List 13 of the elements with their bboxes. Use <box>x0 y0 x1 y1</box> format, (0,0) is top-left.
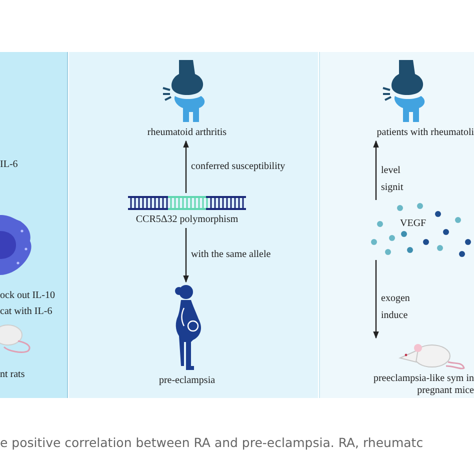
text-label: IL-6 <box>0 158 19 172</box>
arrow <box>183 228 189 283</box>
arrow <box>373 260 379 339</box>
node-text: patients with rheumatoli <box>376 127 474 139</box>
arrow <box>183 140 189 193</box>
node-text: rheumatoid arthritis <box>146 127 228 139</box>
text-label: nt rats <box>0 368 26 382</box>
caption-text: e positive correlation between RA and pre-eclampsia. RA, rheumatc <box>0 434 424 452</box>
node-text: CCR5Δ32 polymorphism <box>134 214 240 226</box>
node-text: preeclampsia-like sym in pregnant mice <box>372 373 474 397</box>
node-text: pre-eclampsia <box>158 375 216 387</box>
arrow <box>373 140 379 200</box>
text-label: ock out IL-10 cat with IL-6 <box>0 289 56 319</box>
